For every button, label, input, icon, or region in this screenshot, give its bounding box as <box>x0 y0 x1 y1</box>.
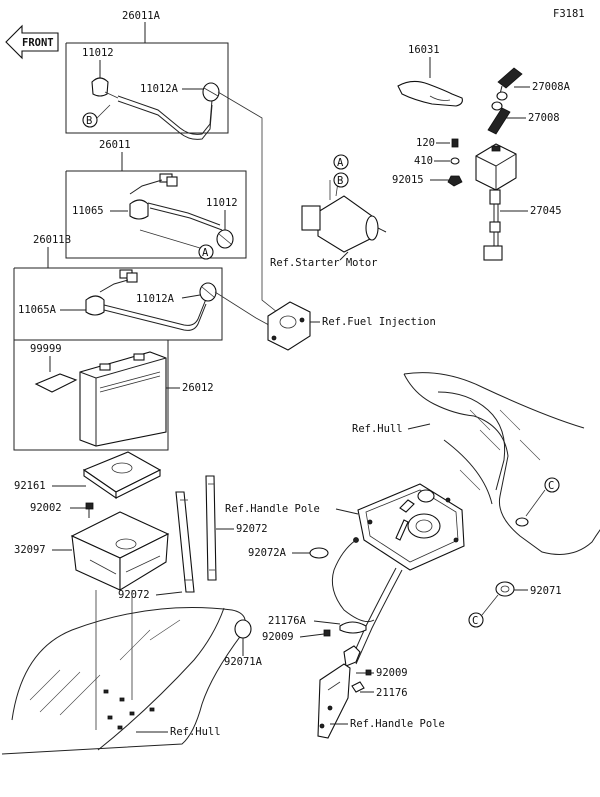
callout-c-1: C <box>544 477 560 493</box>
label-16031: 16031 <box>408 44 440 56</box>
hull-bottom-left <box>1 607 246 755</box>
label-27045: 27045 <box>530 205 562 217</box>
label-92161: 92161 <box>14 480 46 492</box>
nut-92015 <box>447 175 463 187</box>
svg-text:C: C <box>548 480 554 492</box>
ref-hull-top: Ref.Hull <box>352 423 403 435</box>
screw-92009-b <box>365 669 372 676</box>
hull-right <box>403 372 600 555</box>
callout-c-2: C <box>468 612 484 628</box>
label-92071A: 92071A <box>224 656 263 668</box>
key-27008 <box>487 101 511 135</box>
svg-text:B: B <box>86 115 92 127</box>
terminal-cap-11012A-b <box>199 282 217 302</box>
label-11012A-b: 11012A <box>136 293 175 305</box>
ref-fuel-injection: Ref.Fuel Injection <box>322 316 436 328</box>
terminal-boot-11065A <box>85 295 105 316</box>
label-92072-a: 92072 <box>236 523 268 535</box>
group-box-battery <box>13 340 169 451</box>
strap-92072-left <box>175 491 195 593</box>
ref-starter-motor: Ref.Starter Motor <box>270 257 377 269</box>
terminal-cap-11012A-a <box>202 82 220 102</box>
label-26011B: 26011B <box>33 234 71 246</box>
label-92009-b: 92009 <box>376 667 408 679</box>
battery-label-sheet <box>34 373 78 393</box>
battery-cover-92161 <box>82 451 162 500</box>
svg-text:A: A <box>202 247 209 259</box>
label-92015: 92015 <box>392 174 424 186</box>
strap-92072-right <box>205 475 217 581</box>
label-21176A: 21176A <box>268 615 307 627</box>
label-92072-b: 92072 <box>118 589 150 601</box>
front-label: FRONT <box>22 37 54 49</box>
label-11012-b: 11012 <box>206 197 238 209</box>
group-box-26011A <box>65 42 229 134</box>
terminal-boot-11065 <box>129 199 149 220</box>
lanyard-16031 <box>397 80 463 107</box>
label-99999: 99999 <box>30 343 62 355</box>
battery-case-32097 <box>70 511 170 591</box>
label-92072A: 92072A <box>248 547 287 559</box>
ref-handle-pole-top: Ref.Handle Pole <box>225 503 320 515</box>
bolt-120 <box>451 138 459 148</box>
clamp-21176A <box>339 621 367 634</box>
connector-26011 <box>159 173 178 187</box>
svg-text:C: C <box>472 615 478 627</box>
label-92071: 92071 <box>530 585 562 597</box>
callout-b-2: B <box>333 172 349 188</box>
svg-text:B: B <box>337 175 343 187</box>
label-27008A: 27008A <box>532 81 571 93</box>
label-27008: 27008 <box>528 112 560 124</box>
band-92072A <box>309 547 329 559</box>
label-11065A: 11065A <box>18 304 57 316</box>
label-11012-a: 11012 <box>82 47 114 59</box>
switch-27045 <box>475 143 517 261</box>
connector-26011B <box>119 269 138 283</box>
label-92009-a: 92009 <box>262 631 294 643</box>
terminal-cap-11012 <box>91 77 109 97</box>
svg-text:A: A <box>337 157 344 169</box>
terminal-cap-11012-b <box>216 229 234 249</box>
grommet-92071A <box>234 619 252 639</box>
label-410: 410 <box>414 155 433 167</box>
handle-pole-lower <box>317 645 361 739</box>
fuel-injection-unit <box>267 301 311 351</box>
handle-pole-plate <box>357 483 465 571</box>
label-26011: 26011 <box>99 139 131 151</box>
label-11065-a: 11065 <box>72 205 104 217</box>
label-92002: 92002 <box>30 502 62 514</box>
label-26012: 26012 <box>182 382 214 394</box>
ref-handle-pole-bottom: Ref.Handle Pole <box>350 718 445 730</box>
group-box-26011B <box>13 267 223 341</box>
key-27008A <box>496 67 523 101</box>
screw-92002 <box>85 502 94 518</box>
label-26011A: 26011A <box>122 10 161 22</box>
screw-92009-a <box>323 629 331 637</box>
ref-hull-bottom: Ref.Hull <box>170 726 221 738</box>
callout-a-1: A <box>333 154 349 170</box>
grommet-92071 <box>495 581 515 597</box>
callout-a-2: A <box>198 244 214 260</box>
starter-motor <box>301 180 387 253</box>
label-120: 120 <box>416 137 435 149</box>
label-21176: 21176 <box>376 687 408 699</box>
callout-b-1: B <box>82 112 98 128</box>
clamp-21176 <box>351 681 365 693</box>
group-box-26011 <box>65 170 247 259</box>
washer-410 <box>450 157 460 165</box>
battery-26012 <box>79 351 167 447</box>
label-32097: 32097 <box>14 544 46 556</box>
figure-code: F3181 <box>553 8 585 20</box>
front-arrow-icon: FRONT <box>5 24 59 60</box>
label-11012A-a: 11012A <box>140 83 179 95</box>
